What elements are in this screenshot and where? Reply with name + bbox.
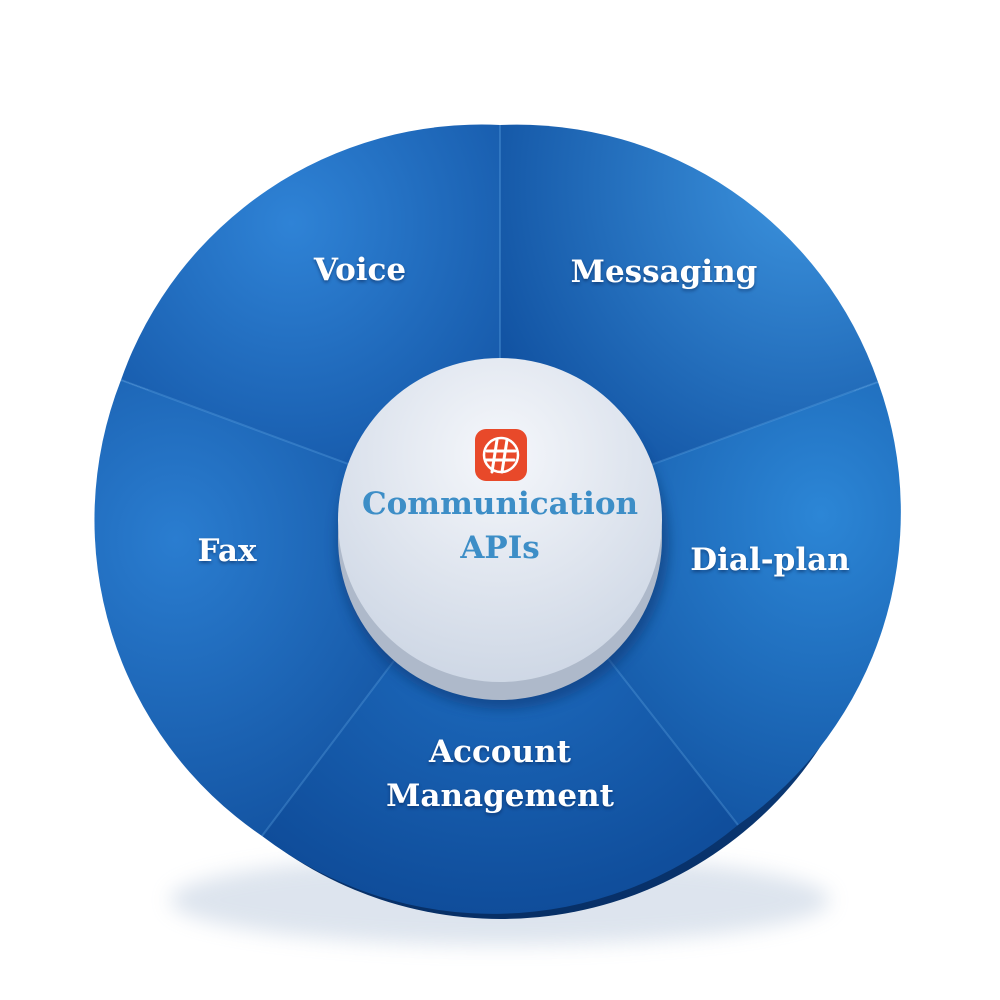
segment-label-text: Dial-plan <box>690 542 850 578</box>
segment-label-text-line2: Management <box>386 778 614 814</box>
center-title: Communication APIs <box>362 482 638 570</box>
segment-label-text: Voice <box>313 252 407 288</box>
segment-label-dial-plan: Dial-plan <box>690 538 849 582</box>
segment-label-text: Messaging <box>570 254 758 290</box>
hub[interactable] <box>338 358 662 682</box>
center-title-line1: Communication <box>361 486 639 522</box>
segment-label-messaging: Messaging <box>571 250 758 294</box>
segment-label-text: Fax <box>197 533 257 569</box>
segment-label-fax: Fax <box>198 529 257 573</box>
center-title-line2: APIs <box>460 530 540 566</box>
segment-label-account-management: Account Management <box>386 730 614 818</box>
hash-logo-icon <box>475 429 527 481</box>
segment-account-management[interactable] <box>262 520 738 914</box>
segment-label-voice: Voice <box>314 248 406 292</box>
segment-label-text-line1: Account <box>429 734 571 770</box>
